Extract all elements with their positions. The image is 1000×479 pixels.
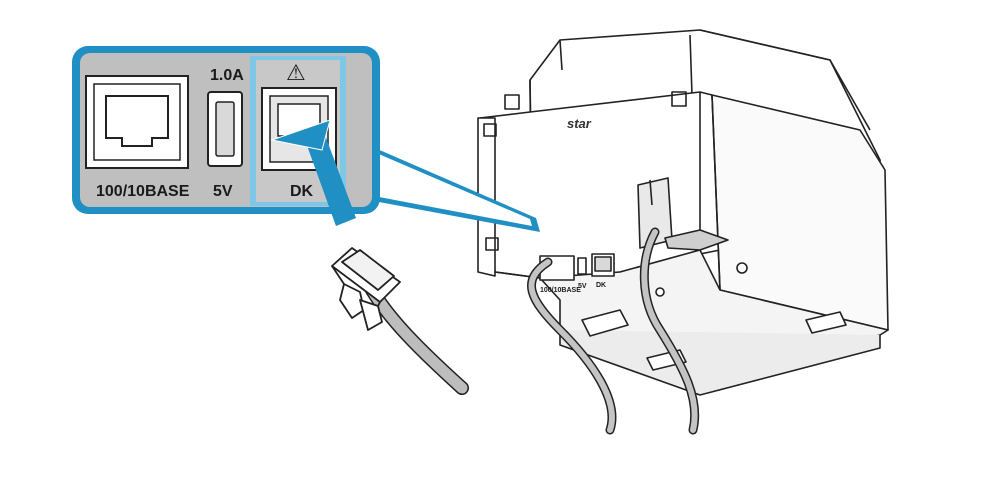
usb-port-icon xyxy=(215,101,235,157)
lan-port xyxy=(85,75,189,169)
usb-port-label: 5V xyxy=(213,183,233,200)
printer-usb-label: 5V xyxy=(578,283,587,290)
printer-lan-label: 100/10BASE xyxy=(540,287,581,294)
rj12-plug-icon xyxy=(331,247,401,331)
printer-dk-label: DK xyxy=(596,282,606,289)
lan-port-label: 100/10BASE xyxy=(96,183,190,200)
usb-current-label: 1.0A xyxy=(210,67,244,84)
usb-port xyxy=(207,91,243,167)
dk-cable xyxy=(331,247,469,395)
printer-port-labels: 100/10BASE 5V DK xyxy=(540,282,606,294)
printer-cables xyxy=(527,227,700,435)
dk-port-label: DK xyxy=(290,183,314,200)
rj45-jack-icon xyxy=(105,95,169,147)
zoom-connector xyxy=(368,145,540,232)
printer xyxy=(477,29,889,396)
printer-brand-logo: star xyxy=(567,116,592,131)
arrow-icon xyxy=(270,119,356,226)
warning-icon: ⚠ xyxy=(286,61,306,86)
